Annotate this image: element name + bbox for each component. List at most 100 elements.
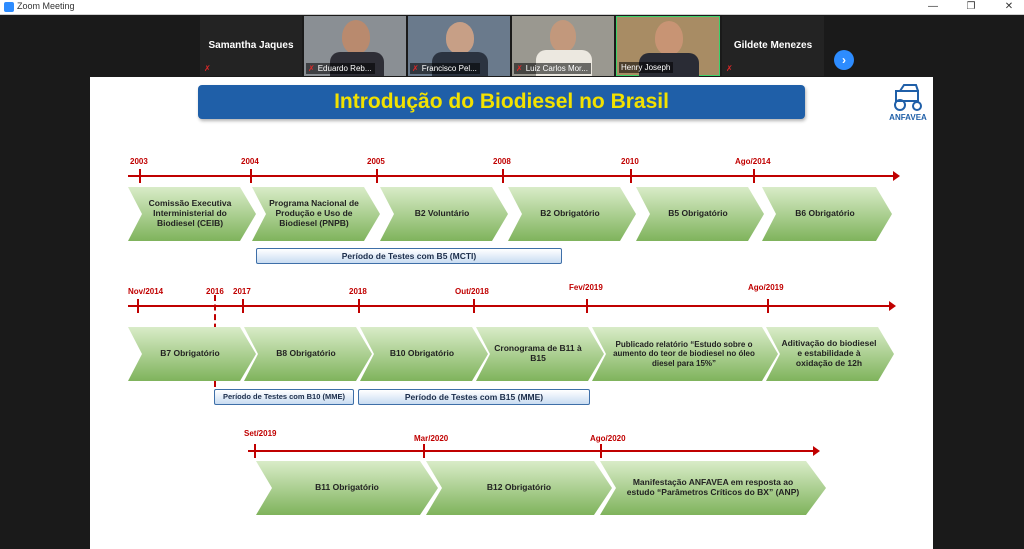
timeline-step: B12 Obrigatório <box>426 461 612 515</box>
muted-mic-icon: ✗ <box>516 64 523 73</box>
year-label: 2017 <box>233 287 251 296</box>
step-label: B2 Voluntário <box>414 208 470 219</box>
timeline-arrow-row2 <box>128 301 896 311</box>
year-label: 2003 <box>130 157 148 166</box>
timeline-step: Manifestação ANFAVEA em resposta ao estu… <box>600 461 826 515</box>
muted-mic-icon: ✗ <box>308 64 315 73</box>
timeline-tick <box>473 299 475 313</box>
tractor-icon <box>894 84 922 111</box>
timeline-step: B2 Voluntário <box>380 187 508 241</box>
step-label: B5 Obrigatório <box>668 208 728 219</box>
testing-period-bar: Período de Testes com B5 (MCTI) <box>256 248 562 264</box>
year-label: Mar/2020 <box>414 434 449 443</box>
step-label: B8 Obrigatório <box>276 348 336 359</box>
year-label: 2010 <box>621 157 639 166</box>
participant-video <box>446 22 474 54</box>
timeline-step: Publicado relatório “Estudo sobre o aume… <box>592 327 778 381</box>
year-label: 2008 <box>493 157 511 166</box>
participant-name: Gildete Menezes <box>733 40 813 51</box>
muted-mic-icon: ✗ <box>204 64 211 73</box>
timeline-tick <box>139 169 141 183</box>
timeline-arrow-row3 <box>248 446 820 456</box>
year-label: 2016 <box>206 287 224 296</box>
year-label: Ago/2020 <box>590 434 626 443</box>
window-title: Zoom Meeting <box>17 1 75 11</box>
timeline-tick <box>753 169 755 183</box>
shared-slide: Introdução do Biodiesel no Brasil ANFAVE… <box>90 77 933 549</box>
year-label: Fev/2019 <box>569 283 603 292</box>
step-label: Publicado relatório “Estudo sobre o aume… <box>613 340 755 368</box>
step-label: B10 Obrigatório <box>389 348 455 359</box>
step-label: Manifestação ANFAVEA em resposta ao estu… <box>626 477 800 497</box>
timeline-step: B10 Obrigatório <box>360 327 488 381</box>
timeline-step: Comissão Executiva Interministerial do B… <box>128 187 256 241</box>
timeline-tick <box>586 299 588 313</box>
step-label: Aditivação do biodiesel e estabilidade à… <box>781 338 877 368</box>
participant-name: Francisco Pel... <box>421 64 477 73</box>
timeline-step: Cronograma de B11 à B15 <box>476 327 604 381</box>
timeline-step: B8 Obrigatório <box>244 327 372 381</box>
timeline-tick <box>502 169 504 183</box>
year-label: Out/2018 <box>455 287 489 296</box>
timeline-step: B7 Obrigatório <box>128 327 256 381</box>
zoom-app-icon <box>4 2 14 12</box>
timeline-step: B11 Obrigatório <box>256 461 438 515</box>
anfavea-logo: ANFAVEA <box>888 83 928 125</box>
year-label: Ago/2014 <box>735 157 771 166</box>
participant-tile[interactable]: Henry Joseph <box>616 16 720 77</box>
participant-tile[interactable]: Samantha Jaques ✗ <box>200 16 302 76</box>
timeline-step: B2 Obrigatório <box>508 187 636 241</box>
step-label: B2 Obrigatório <box>540 208 600 219</box>
timeline-tick <box>423 444 425 458</box>
timeline-tick <box>137 299 139 313</box>
timeline-tick <box>767 299 769 313</box>
participant-tile[interactable]: ✗Luiz Carlos Mor... <box>512 16 614 76</box>
participant-video <box>655 21 683 55</box>
window-titlebar: Zoom Meeting — ❐ ✕ <box>0 0 1024 15</box>
maximize-button[interactable]: ❐ <box>966 1 976 12</box>
timeline-step: Aditivação do biodiesel e estabilidade à… <box>766 327 894 381</box>
timeline-tick <box>358 299 360 313</box>
step-label: Cronograma de B11 à B15 <box>494 343 582 363</box>
participant-tile[interactable]: ✗Eduardo Reb... <box>304 16 406 76</box>
timeline-tick <box>250 169 252 183</box>
participant-tile[interactable]: Gildete Menezes ✗ <box>722 16 824 76</box>
logo-text: ANFAVEA <box>889 113 927 122</box>
year-label: Set/2019 <box>244 429 277 438</box>
close-button[interactable]: ✕ <box>1004 1 1014 12</box>
participant-name: Henry Joseph <box>621 63 671 72</box>
testing-period-bar: Período de Testes com B15 (MME) <box>358 389 590 405</box>
testing-period-bar: Período de Testes com B10 (MME) <box>214 389 354 405</box>
timeline-step: B6 Obrigatório <box>762 187 892 241</box>
participant-strip: Samantha Jaques ✗ ✗Eduardo Reb... ✗Franc… <box>0 15 1024 77</box>
participant-name: Eduardo Reb... <box>317 64 372 73</box>
timeline-tick <box>630 169 632 183</box>
step-label: B7 Obrigatório <box>160 348 220 359</box>
timeline-arrow-row1 <box>128 171 900 181</box>
step-label: B6 Obrigatório <box>795 208 855 219</box>
participant-tile[interactable]: ✗Francisco Pel... <box>408 16 510 76</box>
timeline-step: Programa Nacional de Produção e Uso de B… <box>252 187 380 241</box>
participant-video <box>550 20 576 52</box>
year-label: 2005 <box>367 157 385 166</box>
participant-video <box>342 20 370 54</box>
year-label: Nov/2014 <box>128 287 164 296</box>
timeline-tick <box>242 299 244 313</box>
participant-name: Samantha Jaques <box>208 40 294 51</box>
step-label: B12 Obrigatório <box>486 482 552 493</box>
timeline-tick <box>254 444 256 458</box>
year-label: Ago/2019 <box>748 283 784 292</box>
timeline-tick <box>376 169 378 183</box>
step-label: Comissão Executiva Interministerial do B… <box>148 198 232 228</box>
year-label: 2018 <box>349 287 367 296</box>
participant-name: Luiz Carlos Mor... <box>525 64 588 73</box>
timeline-tick <box>600 444 602 458</box>
next-participants-button[interactable]: › <box>834 50 854 70</box>
timeline-step: B5 Obrigatório <box>636 187 764 241</box>
step-label: Programa Nacional de Produção e Uso de B… <box>269 198 359 228</box>
year-label: 2004 <box>241 157 259 166</box>
muted-mic-icon: ✗ <box>412 64 419 73</box>
slide-title: Introdução do Biodiesel no Brasil <box>198 85 805 119</box>
step-label: B11 Obrigatório <box>315 482 379 493</box>
minimize-button[interactable]: — <box>928 1 938 12</box>
